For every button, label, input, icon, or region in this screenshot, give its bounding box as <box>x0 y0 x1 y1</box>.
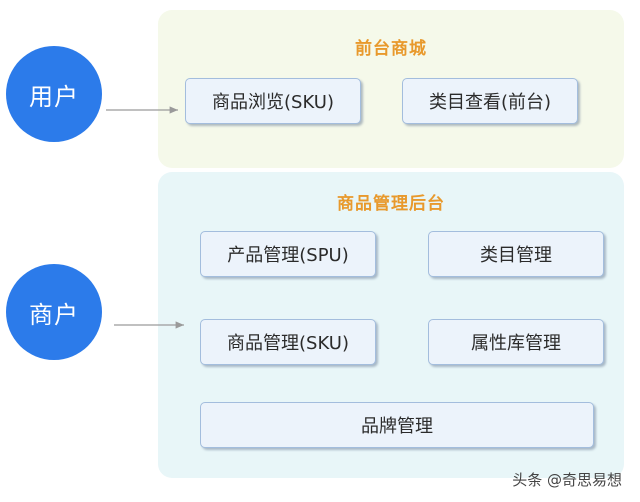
sku-management-box: 商品管理(SKU) <box>200 319 376 365</box>
category-management-box: 类目管理 <box>428 231 604 277</box>
user-actor: 用户 <box>6 46 102 142</box>
merchant-actor: 商户 <box>6 264 102 360</box>
sku-browse-box: 商品浏览(SKU) <box>185 78 361 124</box>
brand-management-box: 品牌管理 <box>200 402 594 448</box>
spu-management-box: 产品管理(SPU) <box>200 231 376 277</box>
category-view-box: 类目查看(前台) <box>402 78 578 124</box>
attribute-library-box: 属性库管理 <box>428 319 604 365</box>
backend-title: 商品管理后台 <box>337 194 445 214</box>
watermark: 头条 @奇思易想 <box>512 471 622 489</box>
frontend-title: 前台商城 <box>355 39 427 59</box>
